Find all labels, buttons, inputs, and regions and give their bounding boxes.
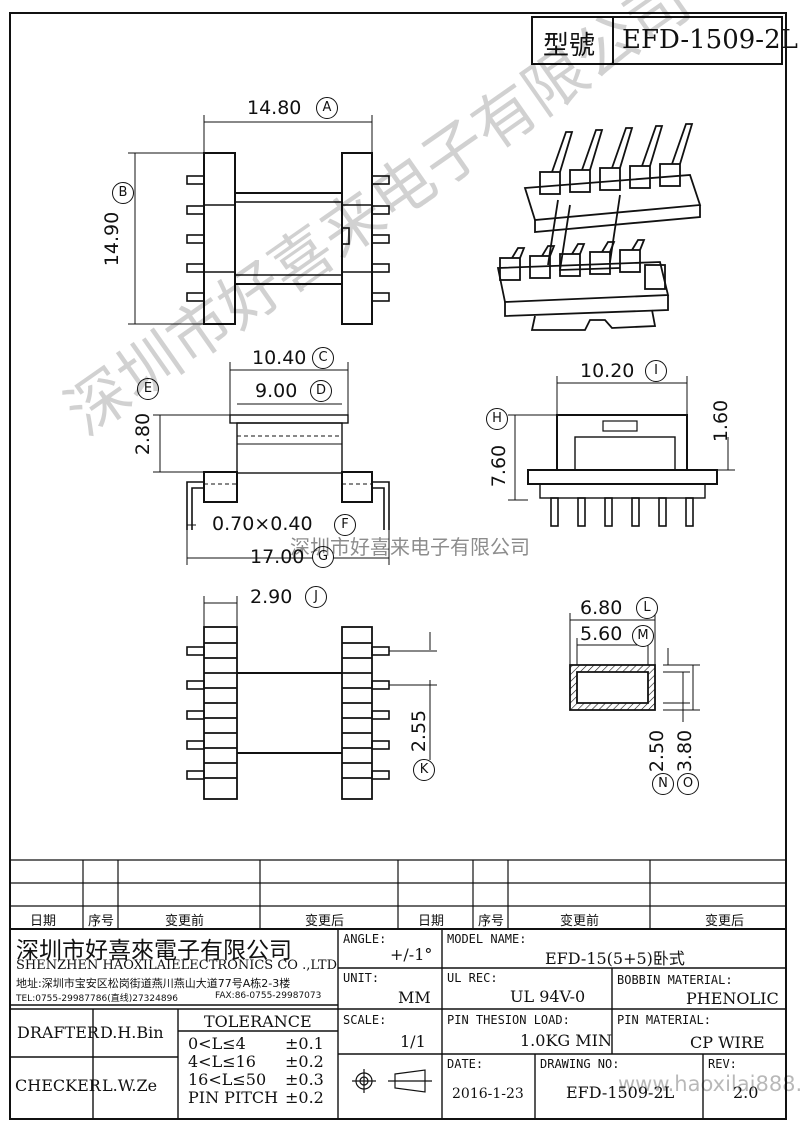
side-view <box>508 376 735 527</box>
model-name-value: EFD-15(5+5)卧式 <box>545 949 685 968</box>
pin-material-label: PIN MATERIAL: <box>617 1013 711 1027</box>
top-view <box>128 115 390 325</box>
tolerance-value-1: ±0.1 <box>285 1034 324 1053</box>
rev-header-date-2: 日期 <box>418 914 445 929</box>
dim-J-value: 2.90 <box>250 586 293 608</box>
date-value: 2016-1-23 <box>452 1086 524 1102</box>
tolerance-range-4: PIN PITCH <box>188 1088 279 1107</box>
dim-O-value: 3.80 <box>674 729 697 773</box>
angle-value: +/-1° <box>390 945 433 964</box>
projection-symbol-icon <box>352 1069 432 1093</box>
tolerance-value-4: ±0.2 <box>285 1088 324 1107</box>
pin-thesion-label: PIN THESION LOAD: <box>447 1013 570 1027</box>
scale-value: 1/1 <box>400 1032 426 1051</box>
rev-header-after-2: 变更后 <box>705 914 745 929</box>
rev-header-before-2: 变更前 <box>560 914 600 929</box>
dim-N-marker: N <box>652 773 674 795</box>
dim-J-marker: J <box>305 586 327 608</box>
dim-D-marker: D <box>310 380 332 402</box>
dim-A-value: 14.80 <box>247 97 302 119</box>
dim-E-marker: E <box>137 378 159 400</box>
dim-D-value: 9.00 <box>255 380 298 402</box>
tolerance-title: TOLERANCE <box>204 1012 312 1031</box>
angle-label: ANGLE: <box>343 932 387 946</box>
dim-M-marker: M <box>632 625 654 647</box>
dim-G-value: 17.00 <box>250 546 305 568</box>
unit-label: UNIT: <box>343 971 380 985</box>
cross-section-view <box>569 613 700 722</box>
dim-I-value: 10.20 <box>580 360 635 382</box>
tolerance-range-2: 4<L≤16 <box>188 1052 256 1071</box>
model-value: EFD-1509-2L <box>622 25 798 55</box>
dim-A-marker: A <box>316 97 338 119</box>
tolerance-range-3: 16<L≤50 <box>188 1070 267 1089</box>
bobbin-material-value: PHENOLIC <box>686 989 779 1008</box>
rev-header-seq-2: 序号 <box>478 914 505 929</box>
dim-B-value: 14.90 <box>101 211 124 267</box>
dim-N-value: 2.50 <box>646 729 669 773</box>
drawing-no-label: DRAWING NO: <box>540 1057 620 1071</box>
drawing-no-value: EFD-1509-2L <box>566 1083 675 1102</box>
model-name-label: MODEL NAME: <box>447 932 527 946</box>
sheet-border <box>9 12 787 1120</box>
dim-L-value: 6.80 <box>580 597 623 619</box>
tolerance-value-3: ±0.3 <box>285 1070 324 1089</box>
model-label: 型號 <box>543 31 596 61</box>
checker-value: L.W.Ze <box>102 1076 158 1095</box>
company-name-en: SHENZHEN HAOXILAIELECTRONICS CO .,LTD <box>16 958 338 973</box>
dim-I-marker: I <box>645 360 667 382</box>
tolerance-value-2: ±0.2 <box>285 1052 324 1071</box>
rev-header-after-1: 变更后 <box>305 914 345 929</box>
dim-G-marker: G <box>312 546 334 568</box>
company-tel: TEL:0755-29987786(直线)27324896 <box>16 994 179 1004</box>
company-fax: FAX:86-0755-29987073 <box>215 991 322 1001</box>
company-address: 地址:深圳市宝安区松岗街道燕川燕山大道77号A栋2-3楼 <box>16 977 291 990</box>
dim-H-value: 7.60 <box>488 444 511 488</box>
dim-M-value: 5.60 <box>580 623 623 645</box>
front-view <box>153 362 390 565</box>
revision-table-grid <box>10 859 786 930</box>
tolerance-range-1: 0<L≤4 <box>188 1034 246 1053</box>
dim-K-marker: K <box>413 759 435 781</box>
dim-B-marker: B <box>112 182 134 204</box>
pin-thesion-value: 1.0KG MIN <box>520 1031 612 1050</box>
watermark-url: www.haoxilai888.com <box>618 1072 800 1096</box>
title-block-grid <box>10 929 786 1119</box>
dim-C-marker: C <box>312 347 334 369</box>
scale-label: SCALE: <box>343 1013 387 1027</box>
bobbin-material-label: BOBBIN MATERIAL: <box>617 973 733 987</box>
rev-label: REV: <box>708 1057 737 1071</box>
rev-header-date-1: 日期 <box>30 914 57 929</box>
drafter-value: D.H.Bin <box>100 1023 164 1042</box>
unit-value: MM <box>398 988 431 1007</box>
checker-label: CHECKER <box>15 1076 101 1095</box>
drafter-label: DRAFTER <box>17 1023 99 1042</box>
company-name-cn: 深圳市好喜來電子有限公司 <box>16 938 292 964</box>
dim-H-marker: H <box>486 408 508 430</box>
rev-header-seq-1: 序号 <box>88 914 115 929</box>
bottom-view <box>186 596 437 800</box>
dim-L-marker: L <box>636 597 658 619</box>
isometric-view <box>496 123 702 331</box>
date-label: DATE: <box>447 1057 484 1071</box>
rev-value: 2.0 <box>733 1083 759 1102</box>
dim-F-value: 0.70×0.40 <box>212 513 313 535</box>
dim-C-value: 10.40 <box>252 347 307 369</box>
dim-O-marker: O <box>677 773 699 795</box>
dim-1-60-value: 1.60 <box>710 399 733 443</box>
ul-rec-label: UL REC: <box>447 971 498 985</box>
dim-F-marker: F <box>334 514 356 536</box>
pin-material-value: CP WIRE <box>690 1033 765 1052</box>
watermark-inline: 深圳市好喜来电子有限公司 <box>290 535 530 559</box>
rev-header-before-1: 变更前 <box>165 914 205 929</box>
ul-rec-value: UL 94V-0 <box>510 987 586 1006</box>
dim-K-value: 2.55 <box>408 709 431 753</box>
model-box <box>531 16 783 65</box>
